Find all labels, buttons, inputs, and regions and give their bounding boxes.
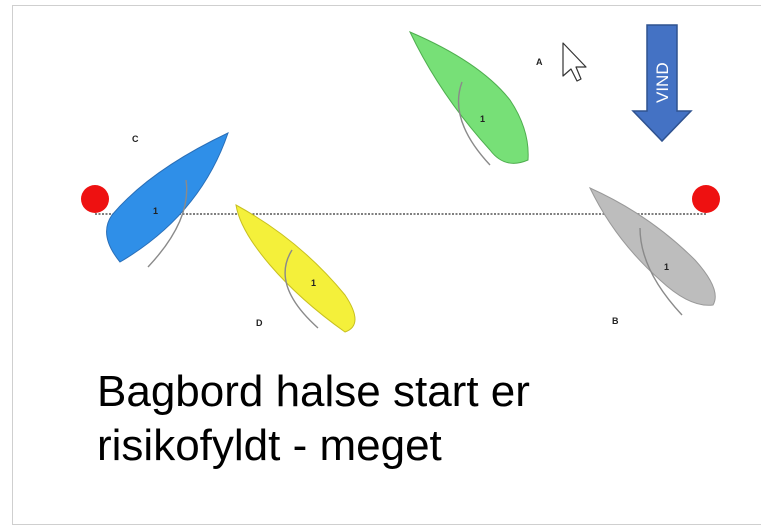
- boat-b-sail: [639, 227, 683, 316]
- boat-a-hull: [408, 31, 529, 164]
- boat-b-hull: [588, 186, 716, 306]
- sailing-start-diagram: 1 C 1 D 1 A 1 B VIND: [81, 24, 720, 333]
- slide-frame: [12, 5, 761, 525]
- boat-d-number: 1: [311, 278, 316, 288]
- boat-a-label: A: [536, 57, 543, 67]
- boat-c-label: C: [132, 134, 139, 144]
- mouse-pointer-icon: [562, 42, 587, 82]
- boat-d-label: D: [256, 318, 263, 328]
- boat-b-number: 1: [664, 262, 669, 272]
- start-mark-right: [692, 185, 720, 213]
- wind-label: VIND: [653, 62, 672, 103]
- boat-b: 1 B: [588, 186, 716, 326]
- caption-line-1: Bagbord halse start er: [97, 367, 530, 416]
- boat-b-label: B: [612, 316, 619, 326]
- boat-d-sail: [284, 249, 319, 329]
- slide-caption: Bagbord halse start er risikofyldt - meg…: [97, 365, 717, 473]
- boat-d: 1 D: [235, 204, 356, 333]
- boat-c-number: 1: [153, 206, 158, 216]
- caption-line-2: risikofyldt - meget: [97, 421, 442, 470]
- boat-c-sail: [147, 179, 188, 268]
- boat-c: 1 C: [106, 132, 229, 268]
- wind-arrow-icon: [631, 24, 693, 143]
- wind-arrow: VIND: [631, 24, 693, 143]
- boat-c-hull: [106, 132, 229, 263]
- boat-a-number: 1: [480, 114, 485, 124]
- boat-a: 1 A: [408, 31, 543, 166]
- boat-d-hull: [235, 204, 356, 333]
- boat-a-sail: [457, 81, 491, 166]
- start-mark-left: [81, 185, 109, 213]
